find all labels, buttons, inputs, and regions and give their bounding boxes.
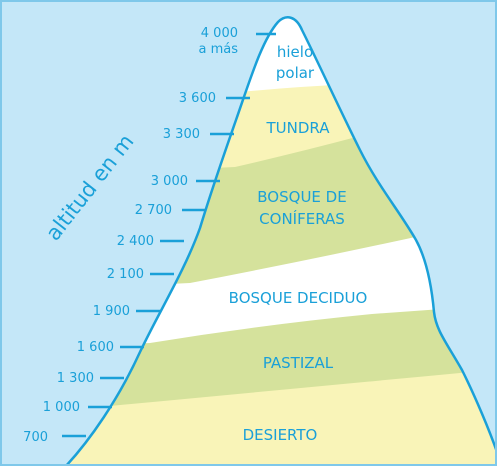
altitude-label-3600: 3 600 [179,91,216,106]
altitude-label-2400: 2 400 [117,234,154,249]
altitude-label-4000: 4 000 [201,26,238,41]
altitude-label-1900: 1 900 [93,304,130,319]
zone-label-bosque-de: BOSQUE DE [257,188,346,206]
zone-label-pastizal: PASTIZAL [263,354,334,372]
zone-label-tundra: TUNDRA [266,119,331,137]
altitude-label-1000: 1 000 [43,400,80,415]
zone-label-hielo: hielo [277,43,313,61]
altitude-ticks [62,32,276,438]
zone-label-polar: polar [276,64,315,82]
zone-label-coniferas: CONÍFERAS [259,209,345,228]
mountain-outline [65,16,497,466]
altitude-label-3000: 3 000 [151,174,188,189]
altitude-label-3300: 3 300 [163,127,200,142]
altitude-label-4000-sub: a más [198,42,238,57]
altitude-label-2700: 2 700 [135,203,172,218]
altitude-label-1300: 1 300 [57,371,94,386]
altitude-labels: 4 000 a más 3 600 3 300 3 000 2 700 2 40… [23,26,238,445]
band-desierto [66,370,497,466]
altitude-label-2100: 2 100 [107,267,144,282]
zone-labels: hielo polar TUNDRA BOSQUE DE CONÍFERAS B… [229,43,368,444]
zone-label-desierto: DESIERTO [243,426,318,444]
altitude-label-700: 700 [23,430,48,445]
altitude-label-1600: 1 600 [77,340,114,355]
zone-label-bosque-deciduo: BOSQUE DECIDUO [229,289,368,307]
